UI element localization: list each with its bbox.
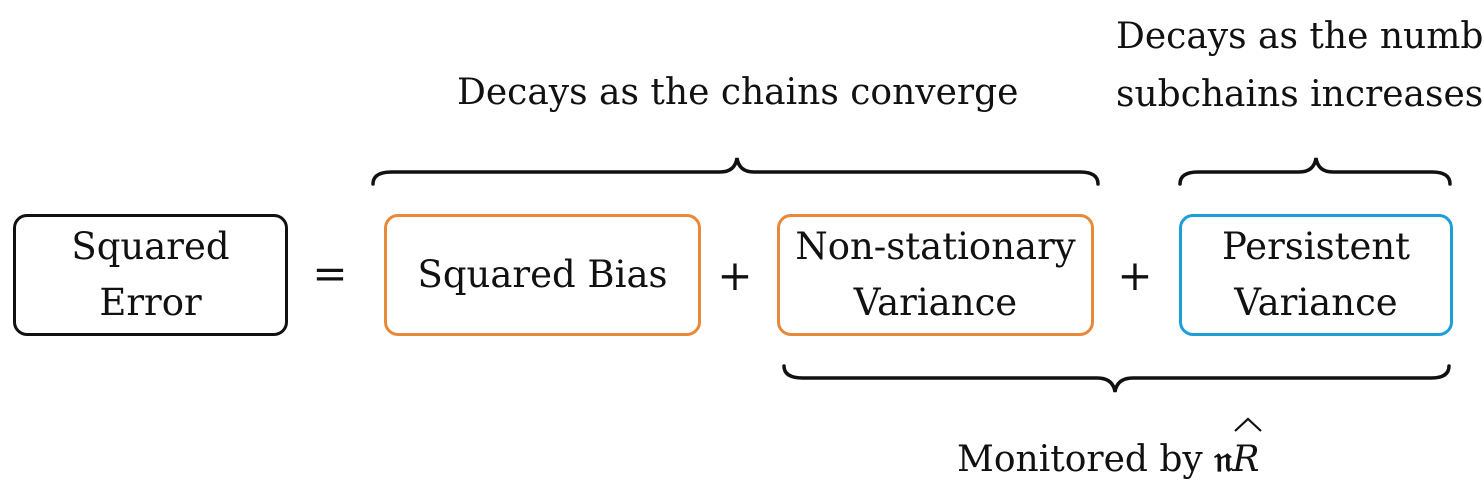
- persistent-variance-line1: Persistent: [1221, 225, 1411, 268]
- persistent-variance-line2: Variance: [1234, 281, 1398, 324]
- plus-sign-1: +: [717, 251, 753, 300]
- annotation-subchains-line1: Decays as the number of: [1116, 16, 1484, 57]
- squared-error-line1: Squared: [71, 225, 230, 268]
- nonstationary-variance-box: Non-stationary Variance: [777, 214, 1094, 336]
- squared-bias-box: Squared Bias: [384, 214, 701, 336]
- hat-icon: [1234, 417, 1263, 432]
- nonstationary-variance-line1: Non-stationary: [795, 225, 1076, 268]
- bottom-brace-monitored: [782, 364, 1451, 393]
- squared-error-line2: Error: [99, 281, 202, 324]
- annotation-subchains-line2: subchains increases: [1116, 74, 1484, 115]
- annotation-monitored-by: Monitored by 𝔫R: [957, 417, 1263, 489]
- squared-error-box: Squared Error: [13, 214, 288, 336]
- top-brace-convergence: [371, 157, 1100, 186]
- monitored-by-text: Monitored by: [957, 439, 1203, 480]
- equals-sign: =: [312, 249, 348, 298]
- nested-r-symbol-r: R: [1232, 417, 1263, 489]
- nonstationary-variance-line2: Variance: [853, 281, 1018, 324]
- persistent-variance-box: Persistent Variance: [1179, 214, 1453, 336]
- annotation-subchains-increase: Decays as the number of subchains increa…: [1116, 8, 1484, 124]
- squared-bias-label: Squared Bias: [417, 253, 668, 296]
- annotation-chains-converge: Decays as the chains converge: [457, 72, 1019, 113]
- nested-r-symbol-n: 𝔫: [1214, 438, 1233, 480]
- plus-sign-2: +: [1117, 251, 1153, 300]
- top-brace-subchains: [1178, 157, 1452, 186]
